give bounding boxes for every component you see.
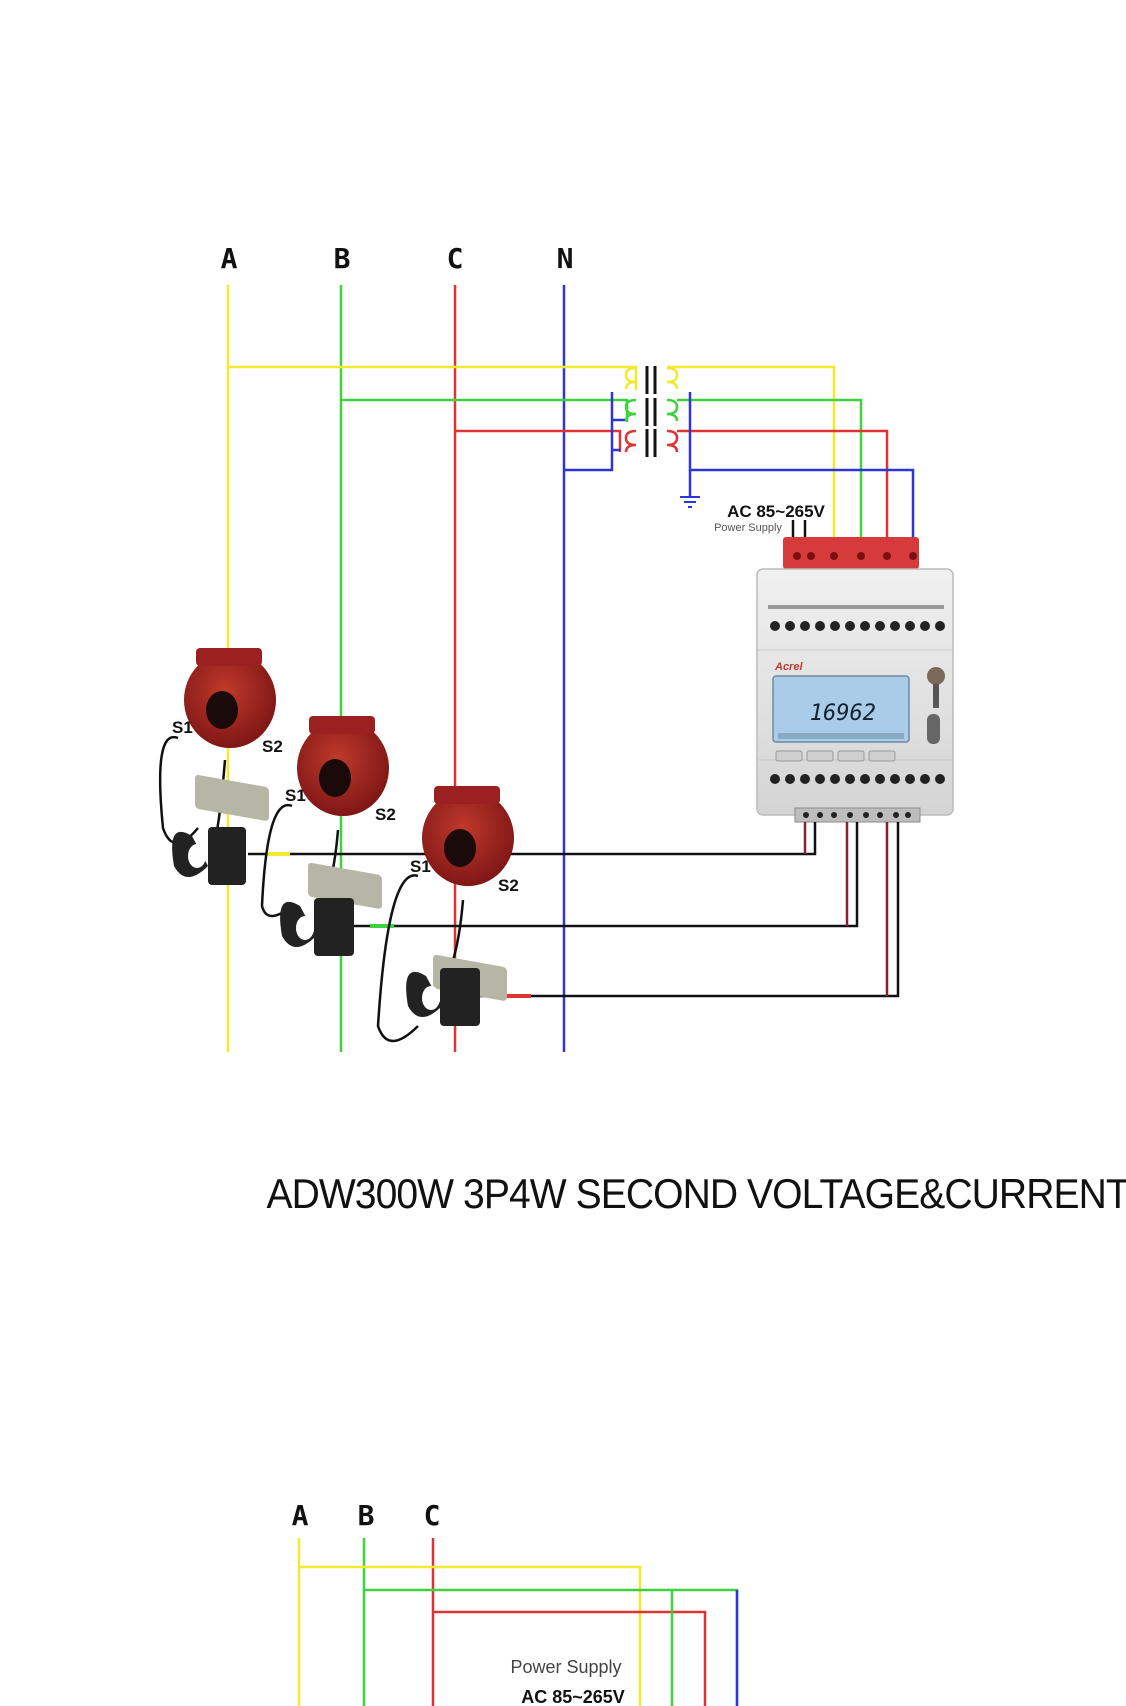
diagram-second-partial: A B C Power Supply AC 85~265V	[292, 1499, 739, 1706]
clamp-ct-b	[280, 898, 354, 956]
current-loop-wiring	[248, 822, 900, 998]
ground-icon	[680, 496, 700, 508]
terminal-row-bottom	[770, 774, 945, 784]
lcd-display	[772, 675, 910, 743]
status-led	[927, 714, 940, 744]
supply2-voltage-label: AC 85~265V	[521, 1687, 625, 1706]
current-transformer-c: S1 S2	[376, 786, 519, 1043]
antenna-icon	[927, 667, 945, 685]
ct-b-s1-label: S1	[285, 786, 306, 805]
current-transformer-b: S1 S2	[260, 716, 396, 918]
meter-brand: Acrel	[774, 661, 803, 673]
clamp-ct-a	[172, 827, 246, 885]
ct-a-s2-label: S2	[262, 737, 283, 756]
phase-label-b: B	[334, 242, 351, 275]
diagram2-wiring	[297, 1538, 739, 1706]
current-transformer-a: S1 S2	[158, 648, 283, 845]
ct-c-s2-label: S2	[498, 876, 519, 895]
energy-meter: Acrel 16962	[756, 537, 954, 823]
meter-buttons	[775, 750, 896, 762]
diagram-3p4w: A B C N	[158, 242, 954, 1052]
supply-caption: Power Supply	[714, 522, 782, 534]
lcd-reading: 16962	[810, 701, 876, 726]
phase2-label-a: A	[292, 1499, 309, 1532]
supply-voltage-label: AC 85~265V	[727, 502, 825, 521]
phase2-label-c: C	[424, 1499, 441, 1532]
ct-b-s2-label: S2	[375, 805, 396, 824]
pt-secondary-wiring	[667, 365, 915, 548]
phase-label-a: A	[221, 242, 238, 275]
clamp-ct-c	[406, 968, 480, 1026]
phase2-label-b: B	[358, 1499, 375, 1532]
pt-primary-wiring	[228, 365, 638, 472]
supply2-caption: Power Supply	[510, 1657, 621, 1677]
voltage-transformers	[624, 366, 679, 457]
ct-c-s1-label: S1	[410, 857, 431, 876]
terminal-row-top	[770, 621, 945, 631]
voltage-terminal-block	[783, 537, 919, 569]
current-terminal-block	[794, 807, 921, 823]
phase-label-n: N	[557, 242, 574, 275]
diagram-title: ADW300W 3P4W SECOND VOLTAGE&CURRENT	[266, 1170, 1126, 1217]
ct-a-s1-label: S1	[172, 718, 193, 737]
phase-label-c: C	[447, 242, 464, 275]
